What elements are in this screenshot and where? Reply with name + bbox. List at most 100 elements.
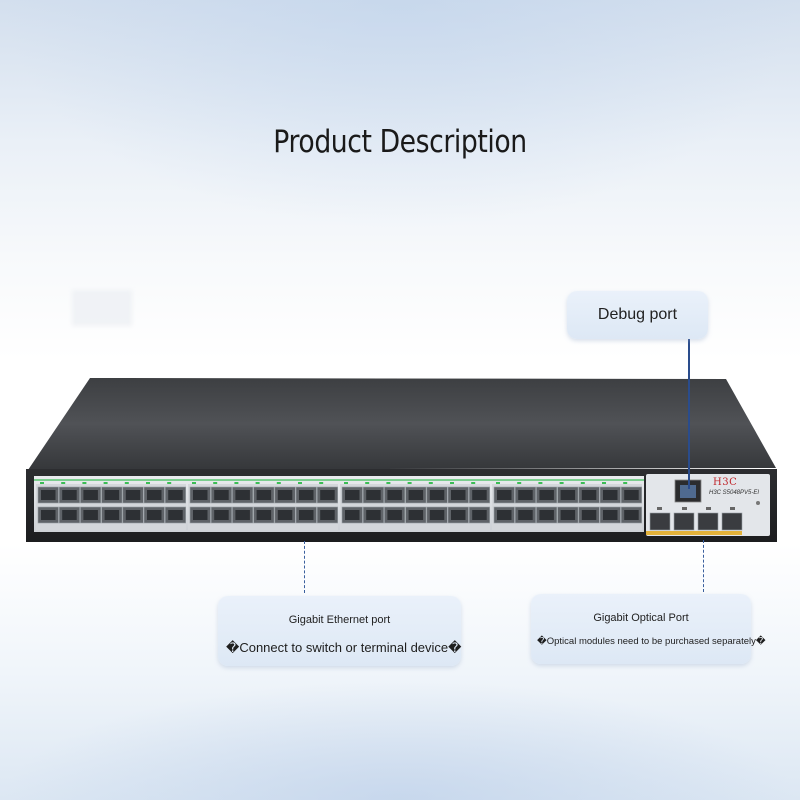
ethernet-port-socket: [104, 490, 120, 500]
port-led: [255, 482, 260, 484]
ethernet-port-socket: [429, 510, 445, 520]
ethernet-port-socket: [320, 510, 335, 520]
port-led: [496, 482, 500, 484]
ethernet-port-socket: [256, 490, 272, 500]
ethernet-port-socket: [451, 510, 466, 520]
port-led: [298, 482, 302, 484]
sfp-port: [697, 512, 719, 531]
optical-port-subtext: �Optical modules need to be purchased se…: [537, 636, 766, 647]
port-led: [319, 482, 324, 484]
faded-watermark: [72, 290, 132, 326]
ethernet-port-socket: [193, 510, 208, 520]
ethernet-port-socket: [125, 510, 141, 520]
port-led: [167, 482, 172, 484]
ethernet-port-socket: [387, 490, 402, 500]
port-led: [559, 482, 564, 484]
chassis-top: [28, 378, 776, 470]
ethernet-port-socket: [451, 490, 466, 500]
ethernet-port-socket: [366, 490, 381, 500]
ethernet-port-subtext: �Connect to switch or terminal device�: [226, 640, 462, 655]
ethernet-port-socket: [320, 490, 335, 500]
ethernet-port-socket: [603, 490, 618, 500]
sfp-port: [649, 512, 671, 531]
sfp-port-group: [649, 512, 743, 531]
ethernet-port-socket: [299, 510, 314, 520]
ethernet-port-socket: [299, 490, 314, 500]
ethernet-port-groups: [36, 482, 643, 530]
ethernet-port-socket: [472, 510, 487, 520]
port-led: [623, 482, 628, 484]
ethernet-port-socket: [366, 510, 381, 520]
port-led: [276, 482, 281, 484]
ethernet-port-socket: [497, 510, 512, 520]
ethernet-port-socket: [345, 490, 360, 500]
debug-port-leader-line: [688, 339, 690, 489]
ethernet-port-heading: Gigabit Ethernet port: [288, 614, 391, 626]
ethernet-port-socket: [256, 510, 272, 520]
optical-port-callout: Gigabit Optical Port �Optical modules ne…: [531, 594, 766, 664]
port-led: [61, 482, 66, 484]
ethernet-port-socket: [408, 510, 424, 520]
brand-logo: H3C: [713, 477, 738, 488]
ethernet-port-socket: [345, 510, 360, 520]
port-led: [580, 482, 585, 484]
port-led: [517, 482, 522, 484]
ethernet-port-socket: [168, 490, 183, 500]
ethernet-port-socket: [214, 510, 229, 520]
ethernet-port-socket: [214, 490, 229, 500]
background-glow-bottom: [0, 680, 800, 800]
ethernet-port-socket: [472, 490, 487, 500]
ethernet-port-socket: [62, 490, 77, 500]
ethernet-port-socket: [41, 490, 56, 500]
ethernet-port-socket: [581, 510, 597, 520]
port-led: [538, 482, 543, 484]
ethernet-port-socket: [235, 510, 250, 520]
port-led: [602, 482, 606, 484]
ethernet-port-socket: [408, 490, 424, 500]
port-led: [213, 482, 218, 484]
ethernet-port-socket: [518, 510, 533, 520]
port-led: [471, 482, 476, 484]
ethernet-port-socket: [62, 510, 77, 520]
ethernet-port-socket: [41, 510, 56, 520]
sfp-gold-strip: [646, 531, 742, 535]
ethernet-leader-line: [304, 541, 305, 593]
port-led: [407, 482, 412, 484]
port-led: [386, 482, 391, 484]
ethernet-port-socket: [147, 510, 162, 520]
port-led: [344, 482, 348, 484]
ethernet-port-socket: [168, 510, 183, 520]
optical-port-heading: Gigabit Optical Port: [593, 612, 689, 624]
ethernet-port-socket: [539, 490, 554, 500]
ethernet-port-socket: [624, 490, 639, 500]
port-led: [428, 482, 433, 484]
background-glow-top: [0, 0, 800, 230]
ethernet-port-socket: [497, 490, 512, 500]
ethernet-port-socket: [624, 510, 639, 520]
ethernet-port-socket: [277, 510, 293, 520]
ethernet-port-socket: [560, 510, 576, 520]
ethernet-port-socket: [277, 490, 293, 500]
debug-port-label: Debug port: [597, 306, 678, 323]
port-led: [40, 482, 44, 484]
ethernet-port-socket: [603, 510, 618, 520]
ethernet-port-socket: [147, 490, 162, 500]
port-led: [82, 482, 87, 484]
port-led: [450, 482, 454, 484]
port-led: [192, 482, 196, 484]
sfp-indicator-labels: [657, 507, 735, 510]
ethernet-port-socket: [387, 510, 402, 520]
optical-leader-line: [703, 540, 704, 592]
port-led: [146, 482, 150, 484]
ethernet-port-callout: Gigabit Ethernet port �Connect to switch…: [218, 596, 461, 666]
port-led: [234, 482, 239, 484]
debug-port-callout: Debug port: [567, 291, 708, 339]
port-led: [124, 482, 129, 484]
ethernet-port-socket: [125, 490, 141, 500]
ethernet-port-socket: [518, 490, 533, 500]
ethernet-port-socket: [429, 490, 445, 500]
ethernet-port-socket: [83, 490, 98, 500]
port-led: [365, 482, 370, 484]
ethernet-port-socket: [83, 510, 98, 520]
ethernet-port-socket: [581, 490, 597, 500]
